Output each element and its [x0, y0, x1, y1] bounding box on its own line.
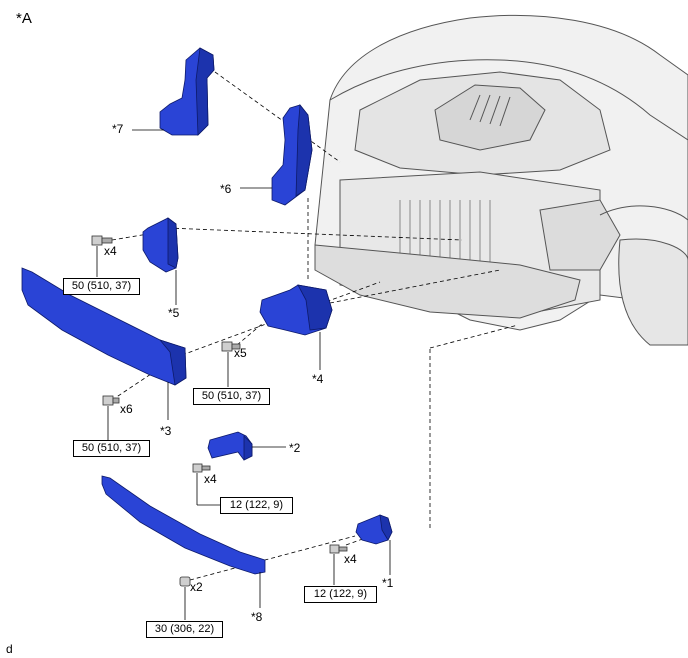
fender-arch: [599, 205, 688, 221]
parts-artwork: [21, 47, 393, 575]
front-lamp-opening: [539, 199, 621, 271]
guide-line-part7: [214, 71, 341, 163]
quantity-label-part3: x6: [120, 402, 133, 416]
quantity-label-part2: x4: [204, 472, 217, 486]
guide-line-part1-top: [429, 324, 519, 349]
vehicle-front-end: [314, 14, 688, 346]
torque-spec-part8: 30 (306, 22): [146, 621, 223, 638]
hood-edge: [329, 59, 688, 141]
view-label: *A: [16, 10, 32, 27]
quantity-label-part1: x4: [344, 552, 357, 566]
part8-shape: [101, 475, 266, 575]
guide-line-part4: [329, 269, 501, 304]
part-label-5: *5: [168, 306, 180, 320]
part6-shade: [295, 103, 313, 197]
part-label-8: *8: [251, 610, 263, 624]
front-tire: [618, 238, 688, 346]
bolt-icon-part4: [221, 341, 241, 352]
guide-line-part3-bolt: [111, 367, 161, 401]
part1-shade: [379, 514, 393, 541]
part-label-7: *7: [112, 122, 124, 136]
lower-splash-shield: [314, 244, 581, 319]
guide-line-part5-bolt: [111, 233, 149, 241]
engine-cover: [434, 84, 546, 151]
quantity-label-part8: x2: [190, 580, 203, 594]
part-label-2: *2: [289, 441, 301, 455]
torque-spec-part3: 50 (510, 37): [73, 440, 150, 457]
torque-spec-part4: 50 (510, 37): [193, 388, 270, 405]
engine-cover-ribs: [469, 94, 511, 127]
guide-line-part8-nut: [189, 535, 356, 581]
part4-shade: [297, 284, 333, 331]
guide-line-part1-bolt: [345, 536, 369, 546]
bolt-icon-part1: [329, 544, 348, 554]
part2-shade: [243, 435, 253, 461]
nut-icon-part8: [179, 576, 191, 587]
part-label-6: *6: [220, 182, 232, 196]
part3-shade: [158, 339, 187, 386]
torque-spec-part1: 12 (122, 9): [304, 586, 377, 603]
guide-line-part4-bolt: [236, 323, 263, 346]
leader-lines: [96, 129, 391, 620]
part7-shade: [195, 47, 215, 136]
fasteners: [91, 235, 348, 587]
bolt-icon-part3: [102, 395, 120, 406]
guide-line-part5: [167, 227, 463, 241]
bolt-icon-part5: [91, 235, 113, 246]
footer-code: d: [6, 642, 13, 656]
part-label-3: *3: [160, 424, 172, 438]
part5-shade: [167, 217, 179, 269]
quantity-label-part5: x4: [104, 244, 117, 258]
torque-spec-part2: 12 (122, 9): [220, 497, 293, 514]
quantity-label-part4: x5: [234, 346, 247, 360]
bolt-icon-part2: [192, 463, 211, 473]
torque-spec-part5: 50 (510, 37): [63, 278, 140, 295]
part-label-1: *1: [382, 576, 394, 590]
part-label-4: *4: [312, 372, 324, 386]
